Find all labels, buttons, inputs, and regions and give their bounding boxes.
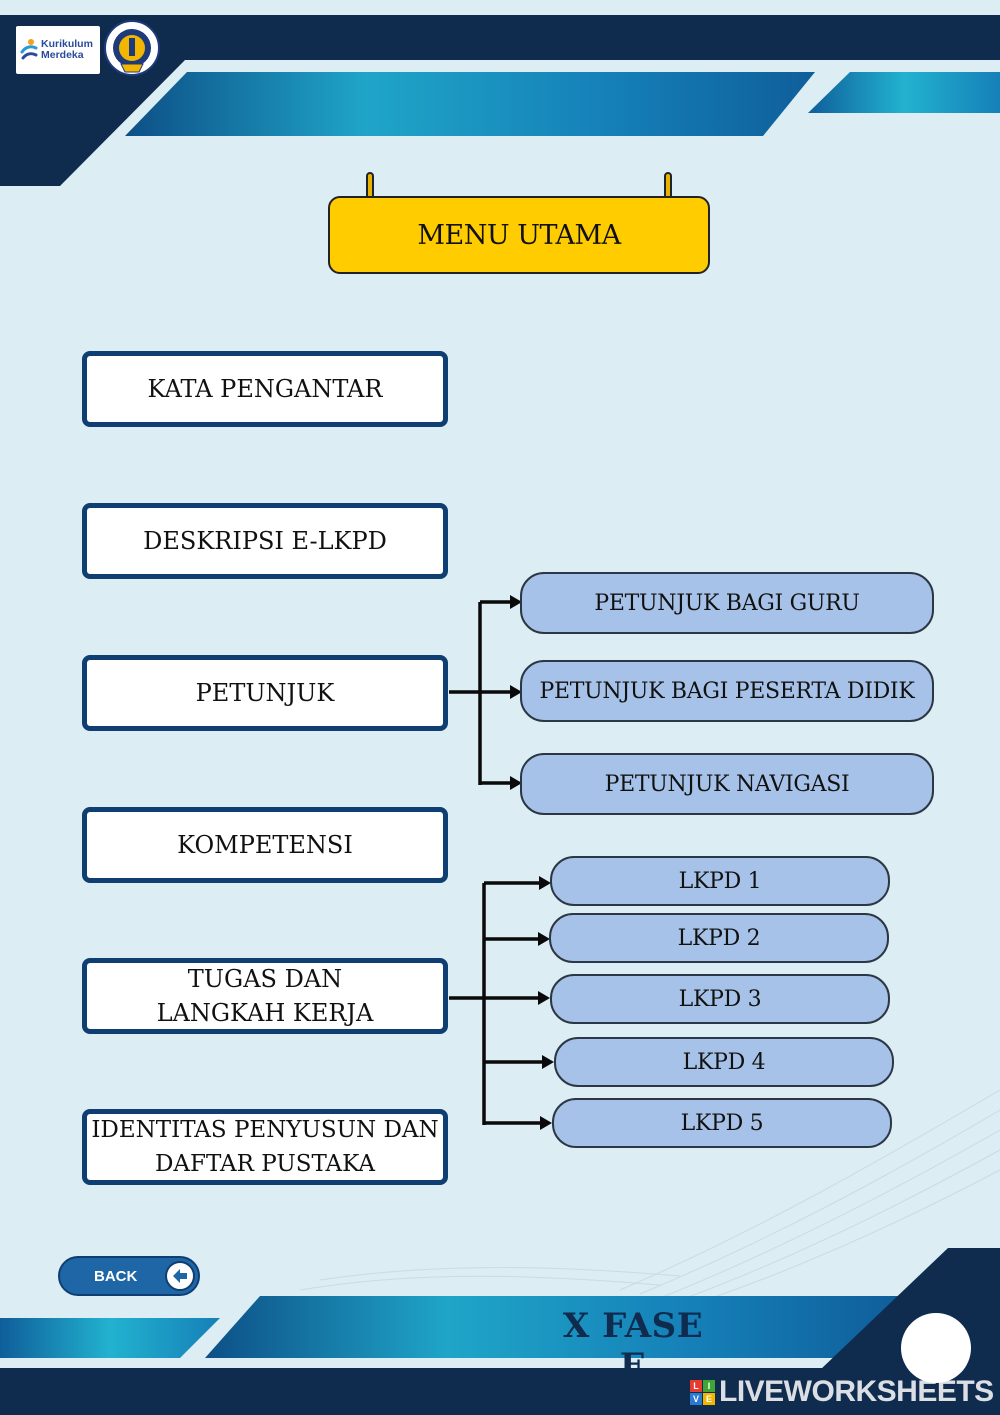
lw-tile: E xyxy=(703,1392,715,1405)
unp-seal-icon xyxy=(104,20,160,76)
kurikulum-merdeka-logo: Kurikulum Merdeka xyxy=(16,26,100,74)
liveworksheets-watermark: L I V E LIVEWORKSHEETS xyxy=(690,1375,994,1409)
lkpd-1-button[interactable]: LKPD 1 xyxy=(550,856,890,906)
lkpd-3-button[interactable]: LKPD 3 xyxy=(550,974,890,1024)
back-button[interactable]: BACK xyxy=(58,1256,200,1296)
arrow-left-glyph xyxy=(173,1269,187,1283)
tugas-langkah-kerja-button[interactable]: TUGAS DAN LANGKAH KERJA xyxy=(82,958,448,1034)
logo-text: Kurikulum Merdeka xyxy=(41,38,93,61)
lkpd-5-button[interactable]: LKPD 5 xyxy=(552,1098,892,1148)
watermark-text: LIVEWORKSHEETS xyxy=(719,1375,994,1408)
identitas-penyusun-button[interactable]: IDENTITAS PENYUSUN DAN DAFTAR PUSTAKA xyxy=(82,1109,448,1185)
deskripsi-elkpd-button[interactable]: DESKRIPSI E-LKPD xyxy=(82,503,448,579)
back-label: BACK xyxy=(94,1268,138,1285)
kompetensi-button[interactable]: KOMPETENSI xyxy=(82,807,448,883)
class-label: X FASE E xyxy=(562,1306,704,1386)
menu-title: MENU UTAMA xyxy=(328,196,710,274)
lw-tile: L xyxy=(690,1379,702,1392)
arrow-left-icon xyxy=(165,1261,195,1291)
kurikulum-merdeka-icon xyxy=(20,39,38,60)
kata-pengantar-button[interactable]: KATA PENGANTAR xyxy=(82,351,448,427)
white-circle xyxy=(901,1313,971,1383)
petunjuk-navigasi-button[interactable]: PETUNJUK NAVIGASI xyxy=(520,753,934,815)
petunjuk-button[interactable]: PETUNJUK xyxy=(82,655,448,731)
lw-tile: V xyxy=(690,1392,702,1405)
lkpd-4-button[interactable]: LKPD 4 xyxy=(554,1037,894,1087)
lkpd-2-button[interactable]: LKPD 2 xyxy=(549,913,889,963)
petunjuk-guru-button[interactable]: PETUNJUK BAGI GURU xyxy=(520,572,934,634)
lw-tile: I xyxy=(703,1379,715,1392)
petunjuk-peserta-didik-button[interactable]: PETUNJUK BAGI PESERTA DIDIK xyxy=(520,660,934,722)
liveworksheets-logo-icon: L I V E xyxy=(690,1379,715,1405)
